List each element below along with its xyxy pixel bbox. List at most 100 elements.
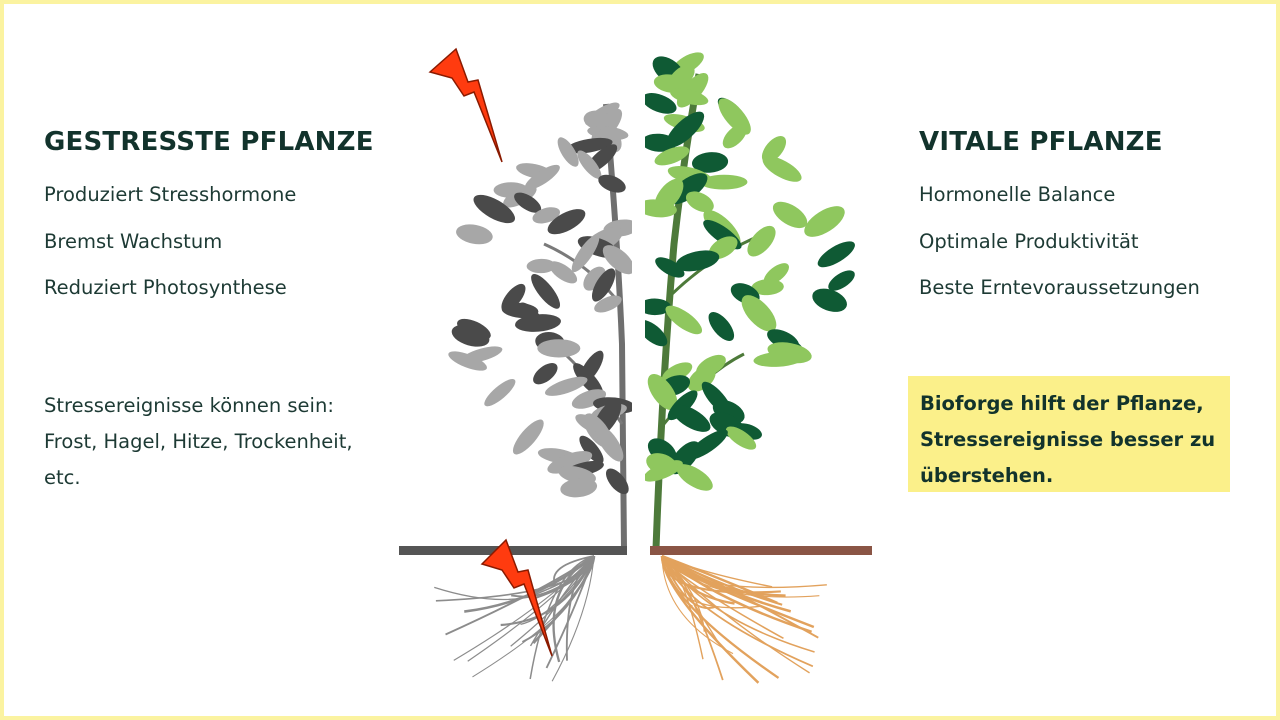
- leaf: [654, 146, 690, 166]
- leaf: [512, 419, 544, 455]
- root-strand: [552, 554, 595, 663]
- root-strand: [661, 555, 810, 674]
- leaf: [605, 468, 629, 495]
- leaf: [685, 191, 714, 213]
- leaf: [547, 451, 593, 474]
- vital-plant-item: Optimale Produktivität: [919, 230, 1139, 253]
- leaf: [591, 268, 616, 302]
- leaf: [741, 295, 777, 332]
- leaf: [594, 295, 622, 313]
- leaf: [637, 199, 677, 218]
- leaf: [747, 225, 776, 257]
- root-strand: [661, 555, 717, 609]
- leaf: [579, 435, 604, 464]
- leaf: [533, 363, 558, 385]
- vital-plant-title: VITALE PFLANZE: [919, 127, 1163, 157]
- leaf: [595, 425, 624, 462]
- leaf: [672, 404, 711, 432]
- leaf: [642, 93, 677, 114]
- leaf: [675, 250, 720, 272]
- lightning-bolt-icon: [428, 47, 503, 163]
- vital-plant-item: Hormonelle Balance: [919, 183, 1116, 206]
- leaf: [537, 339, 581, 358]
- leaf: [545, 376, 588, 396]
- vital-roots: [660, 554, 827, 684]
- root-strand: [545, 555, 595, 669]
- vital-plant-item: Beste Erntevoraussetzungen: [919, 276, 1200, 299]
- leaf: [566, 137, 613, 154]
- leaf: [547, 209, 586, 235]
- root-strand: [529, 555, 595, 680]
- leaf: [653, 74, 689, 94]
- leaf: [647, 373, 678, 411]
- leaf: [577, 150, 602, 179]
- leaf: [571, 389, 607, 409]
- leaf: [662, 362, 693, 383]
- leaf: [725, 426, 757, 450]
- leaf: [524, 164, 560, 190]
- lightning-bolt-icon: [480, 538, 553, 657]
- bioforge-highlight-text: Bioforge hilft der Pflanze, Stressereign…: [920, 392, 1216, 487]
- root-strand: [661, 555, 812, 633]
- leaf: [828, 270, 855, 291]
- leaf: [751, 279, 784, 296]
- stress-events-note: Stressereignisse können sein: Frost, Hag…: [44, 394, 353, 489]
- root-strand: [661, 555, 819, 639]
- leaf: [515, 314, 561, 332]
- stressed-plant-half: [448, 102, 639, 550]
- leaf: [456, 224, 493, 245]
- stressed-plant-item: Bremst Wachstum: [44, 230, 223, 253]
- leaf: [812, 288, 847, 312]
- leaf: [665, 305, 703, 335]
- leaf: [514, 192, 542, 213]
- stressed-plant-item: Reduziert Photosynthese: [44, 276, 287, 299]
- root-strand: [565, 555, 595, 661]
- leaf: [700, 174, 748, 190]
- root-strand: [529, 555, 595, 647]
- leaf: [549, 261, 578, 284]
- leaf: [557, 137, 579, 167]
- root-strand: [661, 555, 814, 668]
- leaf: [762, 156, 802, 182]
- leaf: [571, 234, 600, 273]
- leaf: [761, 135, 787, 163]
- leaf: [602, 245, 635, 275]
- root-strand: [661, 555, 734, 655]
- leaf: [722, 124, 747, 149]
- leaf: [532, 207, 561, 224]
- leaf: [531, 273, 561, 309]
- root-strand: [551, 555, 595, 682]
- root-strand: [661, 555, 693, 607]
- leaf: [691, 152, 729, 173]
- leaf: [804, 206, 845, 237]
- leaf: [666, 111, 705, 148]
- root-strand: [553, 555, 595, 586]
- plant-illustration: [399, 44, 872, 699]
- leaf: [451, 324, 490, 347]
- soil-line-stressed: [399, 546, 627, 555]
- leaf: [573, 363, 604, 397]
- leaf: [708, 311, 735, 342]
- leaf: [526, 258, 556, 274]
- leaf: [641, 133, 677, 152]
- split-divider: [632, 44, 645, 699]
- leaf: [753, 351, 804, 367]
- leaf: [484, 379, 516, 407]
- vital-leaves: [637, 52, 855, 491]
- leaf: [670, 88, 709, 106]
- stressed-plant-item: Produziert Stresshormone: [44, 183, 297, 206]
- soil-line-vital: [650, 546, 872, 555]
- leaf: [772, 201, 808, 229]
- stressed-leaves: [448, 102, 639, 498]
- vital-plant-half: [637, 52, 855, 550]
- stressed-plant-title: GESTRESSTE PFLANZE: [44, 127, 374, 157]
- leaf: [598, 174, 626, 193]
- leaf: [643, 460, 683, 482]
- bioforge-highlight-box: Bioforge hilft der Pflanze, Stressereign…: [908, 376, 1230, 492]
- leaf: [638, 298, 672, 316]
- leaf: [473, 194, 515, 224]
- leaf: [676, 464, 713, 491]
- leaf: [560, 478, 598, 498]
- leaf: [655, 257, 685, 278]
